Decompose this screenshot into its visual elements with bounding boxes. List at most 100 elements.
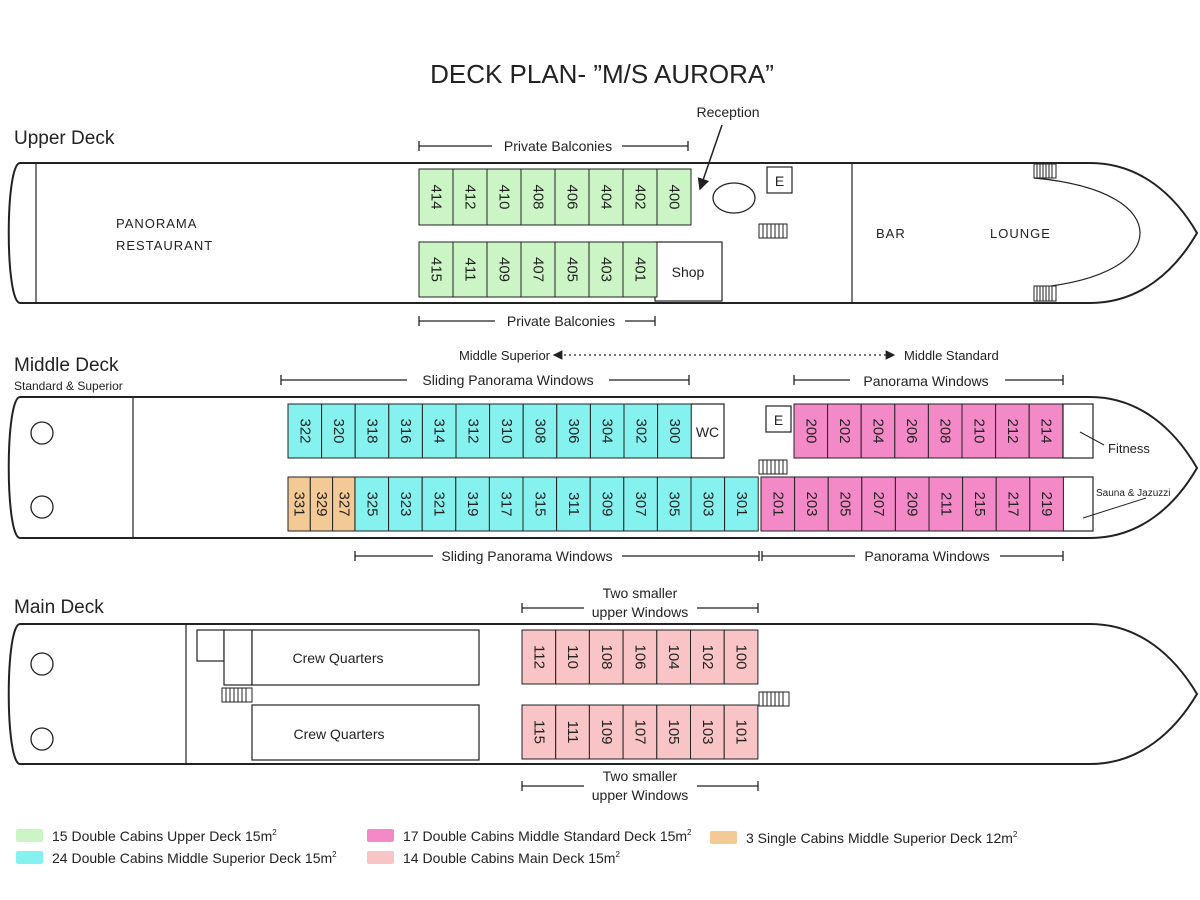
cabin-box bbox=[522, 476, 558, 532]
legend-superscript: 2 bbox=[687, 828, 692, 837]
cabin-number: 404 bbox=[598, 184, 615, 209]
cabin-208[interactable]: 208 bbox=[927, 403, 963, 459]
cabin-300[interactable]: 300 bbox=[657, 403, 692, 459]
cabin-112[interactable]: 112 bbox=[521, 629, 557, 685]
cabin-312[interactable]: 312 bbox=[455, 403, 491, 459]
cabin-309[interactable]: 309 bbox=[589, 476, 625, 532]
cabin-number: 217 bbox=[1005, 491, 1022, 516]
cabin-box bbox=[556, 403, 591, 459]
cabin-310[interactable]: 310 bbox=[489, 403, 524, 459]
cabin-320[interactable]: 320 bbox=[321, 403, 356, 459]
cabin-108[interactable]: 108 bbox=[588, 629, 624, 685]
cabin-box bbox=[486, 168, 522, 226]
cabin-109[interactable]: 109 bbox=[588, 704, 624, 760]
cabin-200[interactable]: 200 bbox=[793, 403, 829, 459]
cabin-405[interactable]: 405 bbox=[554, 241, 590, 298]
cabin-103[interactable]: 103 bbox=[690, 704, 725, 760]
cabin-308[interactable]: 308 bbox=[522, 403, 558, 459]
cabin-205[interactable]: 205 bbox=[827, 476, 863, 532]
main-windows-bottom-line1: Two smaller bbox=[603, 768, 678, 784]
cabin-107[interactable]: 107 bbox=[622, 704, 658, 760]
cabin-204[interactable]: 204 bbox=[860, 403, 896, 459]
wc-label: WC bbox=[696, 424, 719, 440]
bar-label: BAR bbox=[876, 226, 906, 241]
shop bbox=[654, 241, 723, 302]
cabin-box bbox=[520, 241, 556, 298]
cabin-327[interactable]: 327 bbox=[332, 476, 356, 532]
cabin-100[interactable]: 100 bbox=[723, 629, 759, 685]
cabin-209[interactable]: 209 bbox=[894, 476, 930, 532]
cabin-302[interactable]: 302 bbox=[623, 403, 659, 459]
cabin-111[interactable]: 111 bbox=[555, 704, 590, 760]
cabin-101[interactable]: 101 bbox=[723, 704, 759, 760]
cabin-304[interactable]: 304 bbox=[589, 403, 625, 459]
cabin-311[interactable]: 311 bbox=[556, 476, 591, 532]
cabin-301[interactable]: 301 bbox=[724, 476, 759, 532]
cabin-321[interactable]: 321 bbox=[421, 476, 457, 532]
cabin-407[interactable]: 407 bbox=[520, 241, 556, 298]
cabin-305[interactable]: 305 bbox=[656, 476, 692, 532]
cabin-110[interactable]: 110 bbox=[555, 629, 590, 685]
cabin-323[interactable]: 323 bbox=[388, 476, 423, 532]
cabin-402[interactable]: 402 bbox=[622, 168, 658, 226]
cabin-412[interactable]: 412 bbox=[452, 168, 488, 226]
cabin-102[interactable]: 102 bbox=[690, 629, 725, 685]
cabin-number: 214 bbox=[1038, 418, 1055, 443]
cabin-403[interactable]: 403 bbox=[588, 241, 624, 298]
cabin-202[interactable]: 202 bbox=[827, 403, 862, 459]
cabin-201[interactable]: 201 bbox=[760, 476, 796, 532]
cabin-box bbox=[388, 476, 423, 532]
cabin-322[interactable]: 322 bbox=[287, 403, 323, 459]
cabin-212[interactable]: 212 bbox=[995, 403, 1030, 459]
cabin-203[interactable]: 203 bbox=[794, 476, 829, 532]
cabin-406[interactable]: 406 bbox=[554, 168, 590, 226]
cabin-219[interactable]: 219 bbox=[1029, 476, 1064, 532]
cabin-331[interactable]: 331 bbox=[287, 476, 311, 532]
cabin-215[interactable]: 215 bbox=[962, 476, 997, 532]
cabin-number: 102 bbox=[699, 644, 716, 669]
cabin-316[interactable]: 316 bbox=[388, 403, 423, 459]
cabin-318[interactable]: 318 bbox=[354, 403, 390, 459]
cabin-408[interactable]: 408 bbox=[520, 168, 556, 226]
crew-quarters-bottom-label: Crew Quarters bbox=[293, 726, 384, 742]
cabin-box bbox=[860, 403, 896, 459]
cabin-105[interactable]: 105 bbox=[656, 704, 691, 760]
cabin-307[interactable]: 307 bbox=[623, 476, 658, 532]
cabin-415[interactable]: 415 bbox=[418, 241, 454, 298]
cabin-106[interactable]: 106 bbox=[622, 629, 658, 685]
cabin-409[interactable]: 409 bbox=[486, 241, 522, 298]
cabin-303[interactable]: 303 bbox=[690, 476, 726, 532]
cabin-211[interactable]: 211 bbox=[928, 476, 964, 532]
cabin-number: 310 bbox=[498, 418, 515, 443]
cabin-115[interactable]: 115 bbox=[521, 704, 557, 760]
cabin-number: 206 bbox=[903, 418, 920, 443]
cabin-411[interactable]: 411 bbox=[452, 241, 488, 298]
cabin-box bbox=[827, 403, 862, 459]
cabin-104[interactable]: 104 bbox=[656, 629, 691, 685]
cabin-206[interactable]: 206 bbox=[894, 403, 929, 459]
cabin-317[interactable]: 317 bbox=[488, 476, 524, 532]
upper-deck-title: Upper Deck bbox=[14, 128, 115, 149]
cabin-314[interactable]: 314 bbox=[421, 403, 457, 459]
cabin-207[interactable]: 207 bbox=[861, 476, 896, 532]
cabin-217[interactable]: 217 bbox=[995, 476, 1031, 532]
cabin-329[interactable]: 329 bbox=[309, 476, 334, 532]
cabin-number: 200 bbox=[802, 418, 819, 443]
cabin-410[interactable]: 410 bbox=[486, 168, 522, 226]
cabin-214[interactable]: 214 bbox=[1028, 403, 1064, 459]
cabin-404[interactable]: 404 bbox=[588, 168, 624, 226]
cabin-box bbox=[321, 403, 356, 459]
cabin-box bbox=[588, 704, 624, 760]
cabin-number: 327 bbox=[335, 491, 352, 516]
cabin-210[interactable]: 210 bbox=[961, 403, 997, 459]
cabin-number: 415 bbox=[428, 257, 445, 282]
cabin-400[interactable]: 400 bbox=[656, 168, 692, 226]
cabin-319[interactable]: 319 bbox=[455, 476, 490, 532]
cabin-306[interactable]: 306 bbox=[556, 403, 591, 459]
cabin-315[interactable]: 315 bbox=[522, 476, 558, 532]
cabin-325[interactable]: 325 bbox=[354, 476, 390, 532]
fitness-label: Fitness bbox=[1108, 441, 1150, 456]
cabin-401[interactable]: 401 bbox=[622, 241, 658, 298]
cabin-414[interactable]: 414 bbox=[418, 168, 454, 226]
balconies-top-dimension bbox=[418, 141, 689, 151]
